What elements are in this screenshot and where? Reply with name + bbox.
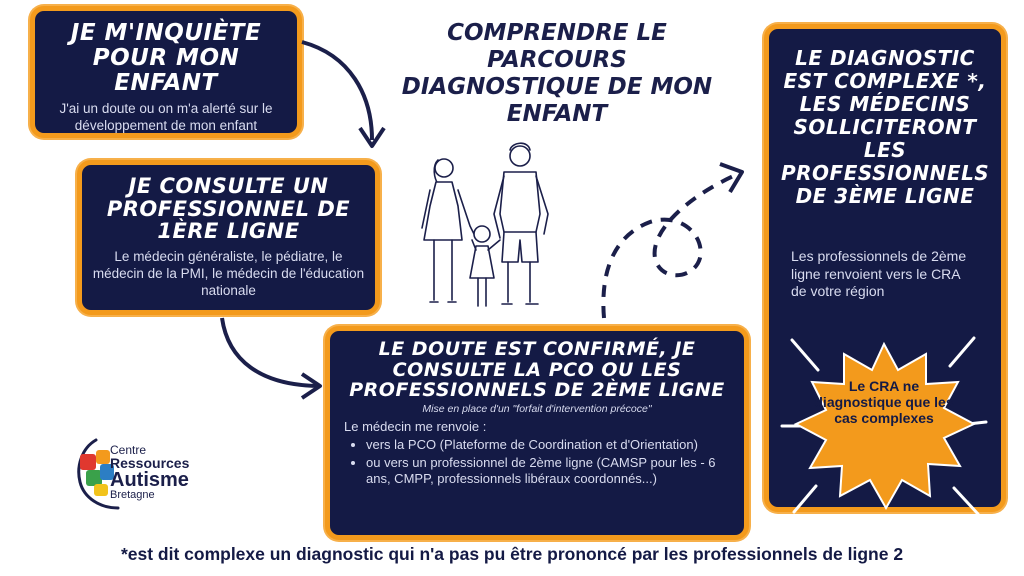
- logo-line-ressources: Ressources: [110, 455, 190, 471]
- step-1-text: J'ai un doute ou on m'a alerté sur le dé…: [59, 101, 273, 134]
- logo-line-centre: Centre: [110, 443, 147, 457]
- step-3-box: Le doute est confirmé, je consulte la PC…: [325, 326, 749, 540]
- arrow-step1-to-step2: [301, 40, 374, 141]
- page-title: Comprendre le parcours diagnostique de m…: [401, 20, 713, 128]
- arrow-head-icon: [358, 126, 386, 148]
- family-illustration-icon: [421, 142, 549, 307]
- step-3-bullet-pco: vers la PCO (Plateforme de Coordination …: [366, 437, 730, 453]
- step-2-text: Le médecin généraliste, le pédiatre, le …: [92, 249, 365, 298]
- logo-line-autisme: Autisme: [110, 469, 189, 491]
- step-3-bullet-second-line: ou vers un professionnel de 2ème ligne (…: [366, 455, 730, 487]
- step-1-box: Je m'inquiète pour mon enfant J'ai un do…: [30, 6, 302, 138]
- arrow-step2-to-step3: [220, 317, 319, 388]
- dashed-arrow-step3-to-step4: [601, 172, 739, 319]
- step-2-title: Je consulte un professionnel de 1ère lig…: [106, 174, 351, 244]
- arrow-head-icon: [300, 372, 322, 400]
- cra-starburst-badge: [780, 336, 988, 516]
- cra-badge-text: Le CRA ne diagnostique que les cas compl…: [814, 378, 954, 427]
- logo-text: Centre Ressources Autisme Bretagne: [110, 444, 189, 501]
- step-3-subtitle: Mise en place d'un "forfait d'interventi…: [422, 402, 652, 415]
- footnote: *est dit complexe un diagnostic qui n'a …: [120, 544, 904, 564]
- step-1-title: Je m'inquiète pour mon enfant: [70, 20, 262, 96]
- step-3-list: vers la PCO (Plateforme de Coordination …: [344, 437, 730, 488]
- step-4-box: Le diagnostic est complexe *, les médeci…: [764, 24, 1006, 512]
- step-4-title: Le diagnostic est complexe *, les médeci…: [781, 46, 990, 208]
- step-4-text: Les professionnels de 2ème ligne renvoie…: [791, 248, 967, 299]
- arrow-head-icon: [719, 162, 744, 194]
- step-2-box: Je consulte un professionnel de 1ère lig…: [77, 160, 380, 315]
- logo-line-bretagne: Bretagne: [110, 489, 155, 501]
- step-3-intro: Le médecin me renvoie :: [344, 418, 487, 434]
- step-3-title: Le doute est confirmé, je consulte la PC…: [349, 338, 725, 402]
- cra-bretagne-logo: [77, 438, 120, 510]
